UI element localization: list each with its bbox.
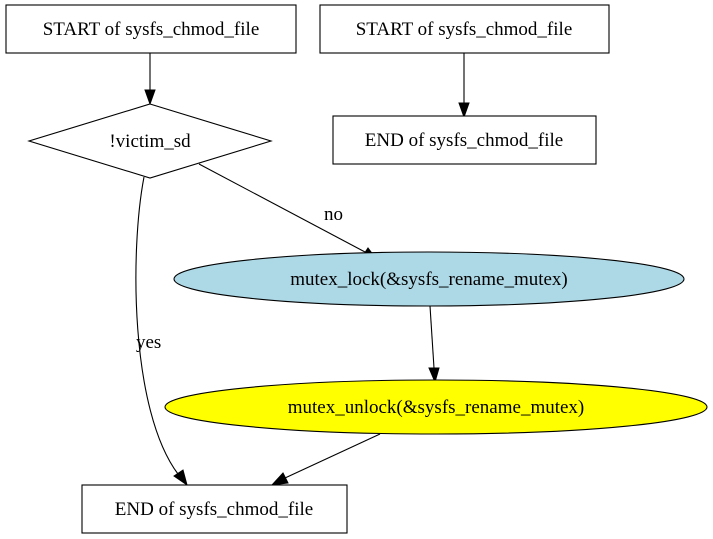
node-mutex-lock-label: mutex_lock(&sysfs_rename_mutex) <box>290 269 568 290</box>
node-mutex-unlock-label: mutex_unlock(&sysfs_rename_mutex) <box>288 397 585 418</box>
node-mutex-lock: mutex_lock(&sysfs_rename_mutex) <box>173 251 685 307</box>
arrowhead-start-alt-to-end-alt <box>458 102 470 119</box>
mutex-lock-ellipse <box>173 251 685 307</box>
node-end-main: END of sysfs_chmod_file <box>81 484 348 534</box>
edge-label-no: no <box>324 204 343 225</box>
arrowhead-unlock-to-end <box>270 472 289 486</box>
edge-label-yes: yes <box>136 332 161 353</box>
node-start-main: START of sysfs_chmod_file <box>5 4 297 54</box>
node-start-alt: START of sysfs_chmod_file <box>319 4 610 54</box>
arrowhead-decision-to-end <box>173 469 188 487</box>
arrowhead-lock-to-unlock <box>428 367 440 384</box>
edge-lock-to-unlock <box>429 305 435 369</box>
node-mutex-unlock: mutex_unlock(&sysfs_rename_mutex) <box>164 379 708 435</box>
mutex-unlock-ellipse <box>164 379 708 435</box>
node-end-alt: END of sysfs_chmod_file <box>332 115 597 165</box>
edge-decision-to-lock <box>198 163 366 253</box>
edge-decision-to-end <box>135 176 179 475</box>
arrowhead-start-to-decision <box>144 89 156 106</box>
node-start-alt-label: START of sysfs_chmod_file <box>356 19 573 40</box>
node-start-main-label: START of sysfs_chmod_file <box>43 19 260 40</box>
node-decision-label: !victim_sd <box>109 131 191 152</box>
node-end-alt-label: END of sysfs_chmod_file <box>365 130 563 151</box>
node-decision: !victim_sd <box>27 103 273 179</box>
node-end-main-label: END of sysfs_chmod_file <box>115 499 313 520</box>
edge-unlock-to-end <box>284 433 381 479</box>
